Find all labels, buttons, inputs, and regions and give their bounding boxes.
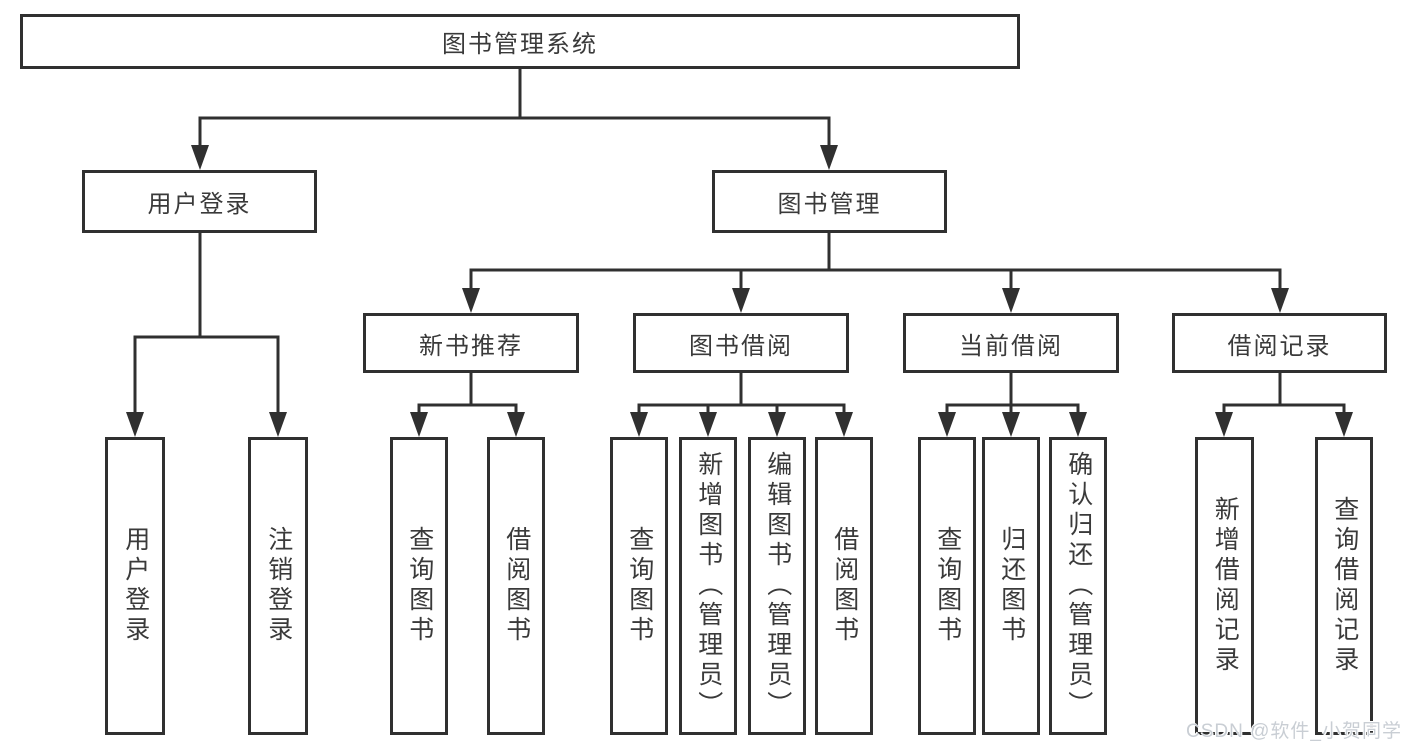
node-label: 借阅记录 xyxy=(1227,332,1332,360)
node-query-books-recommend: 查询图书 xyxy=(390,437,448,735)
node-current-borrowing: 当前借阅 xyxy=(903,313,1119,373)
node-logout: 注销登录 xyxy=(248,437,308,735)
node-add-borrow-record: 新增借阅记录 xyxy=(1195,437,1254,735)
node-user-login-leaf: 用户登录 xyxy=(105,437,165,735)
node-book-borrowing: 图书借阅 xyxy=(633,313,849,373)
node-add-book-admin: 新增图书（管理员） xyxy=(679,437,737,735)
csdn-watermark: CSDN @软件_小贺同学 xyxy=(1186,721,1402,742)
node-label: 查询借阅记录 xyxy=(1330,496,1359,676)
node-user-login: 用户登录 xyxy=(82,170,317,233)
node-label: 新增图书（管理员） xyxy=(694,451,723,721)
node-label: 用户登录 xyxy=(121,526,150,646)
node-library-system: 图书管理系统 xyxy=(20,14,1020,69)
node-label: 查询图书 xyxy=(405,526,434,646)
node-label: 新书推荐 xyxy=(419,332,523,360)
node-label: 用户登录 xyxy=(147,191,252,218)
node-label: 当前借阅 xyxy=(959,332,1063,360)
arrow-down-icons xyxy=(126,145,1353,437)
node-label: 图书管理系统 xyxy=(442,31,598,58)
node-confirm-return-admin: 确认归还（管理员） xyxy=(1049,437,1107,735)
node-label: 归还图书 xyxy=(997,526,1026,646)
node-label: 确认归还（管理员） xyxy=(1064,451,1093,721)
node-label: 编辑图书（管理员） xyxy=(763,451,792,721)
node-borrow-books-recommend: 借阅图书 xyxy=(487,437,545,735)
node-query-books-borrowing: 查询图书 xyxy=(610,437,668,735)
node-label: 借阅图书 xyxy=(830,526,859,646)
node-book-management: 图书管理 xyxy=(712,170,947,233)
node-label: 新增借阅记录 xyxy=(1211,496,1240,676)
node-label: 借阅图书 xyxy=(502,526,531,646)
node-query-borrow-record: 查询借阅记录 xyxy=(1315,437,1373,735)
node-label: 查询图书 xyxy=(625,526,654,646)
node-borrow-books-borrowing: 借阅图书 xyxy=(815,437,873,735)
node-return-books: 归还图书 xyxy=(982,437,1040,735)
node-label: 图书借阅 xyxy=(689,332,793,360)
node-edit-book-admin: 编辑图书（管理员） xyxy=(748,437,806,735)
node-query-books-current: 查询图书 xyxy=(918,437,976,735)
node-label: 查询图书 xyxy=(933,526,962,646)
node-label: 注销登录 xyxy=(264,526,293,646)
node-new-book-recommend: 新书推荐 xyxy=(363,313,579,373)
node-label: 图书管理 xyxy=(777,191,882,218)
node-borrowing-records: 借阅记录 xyxy=(1172,313,1387,373)
